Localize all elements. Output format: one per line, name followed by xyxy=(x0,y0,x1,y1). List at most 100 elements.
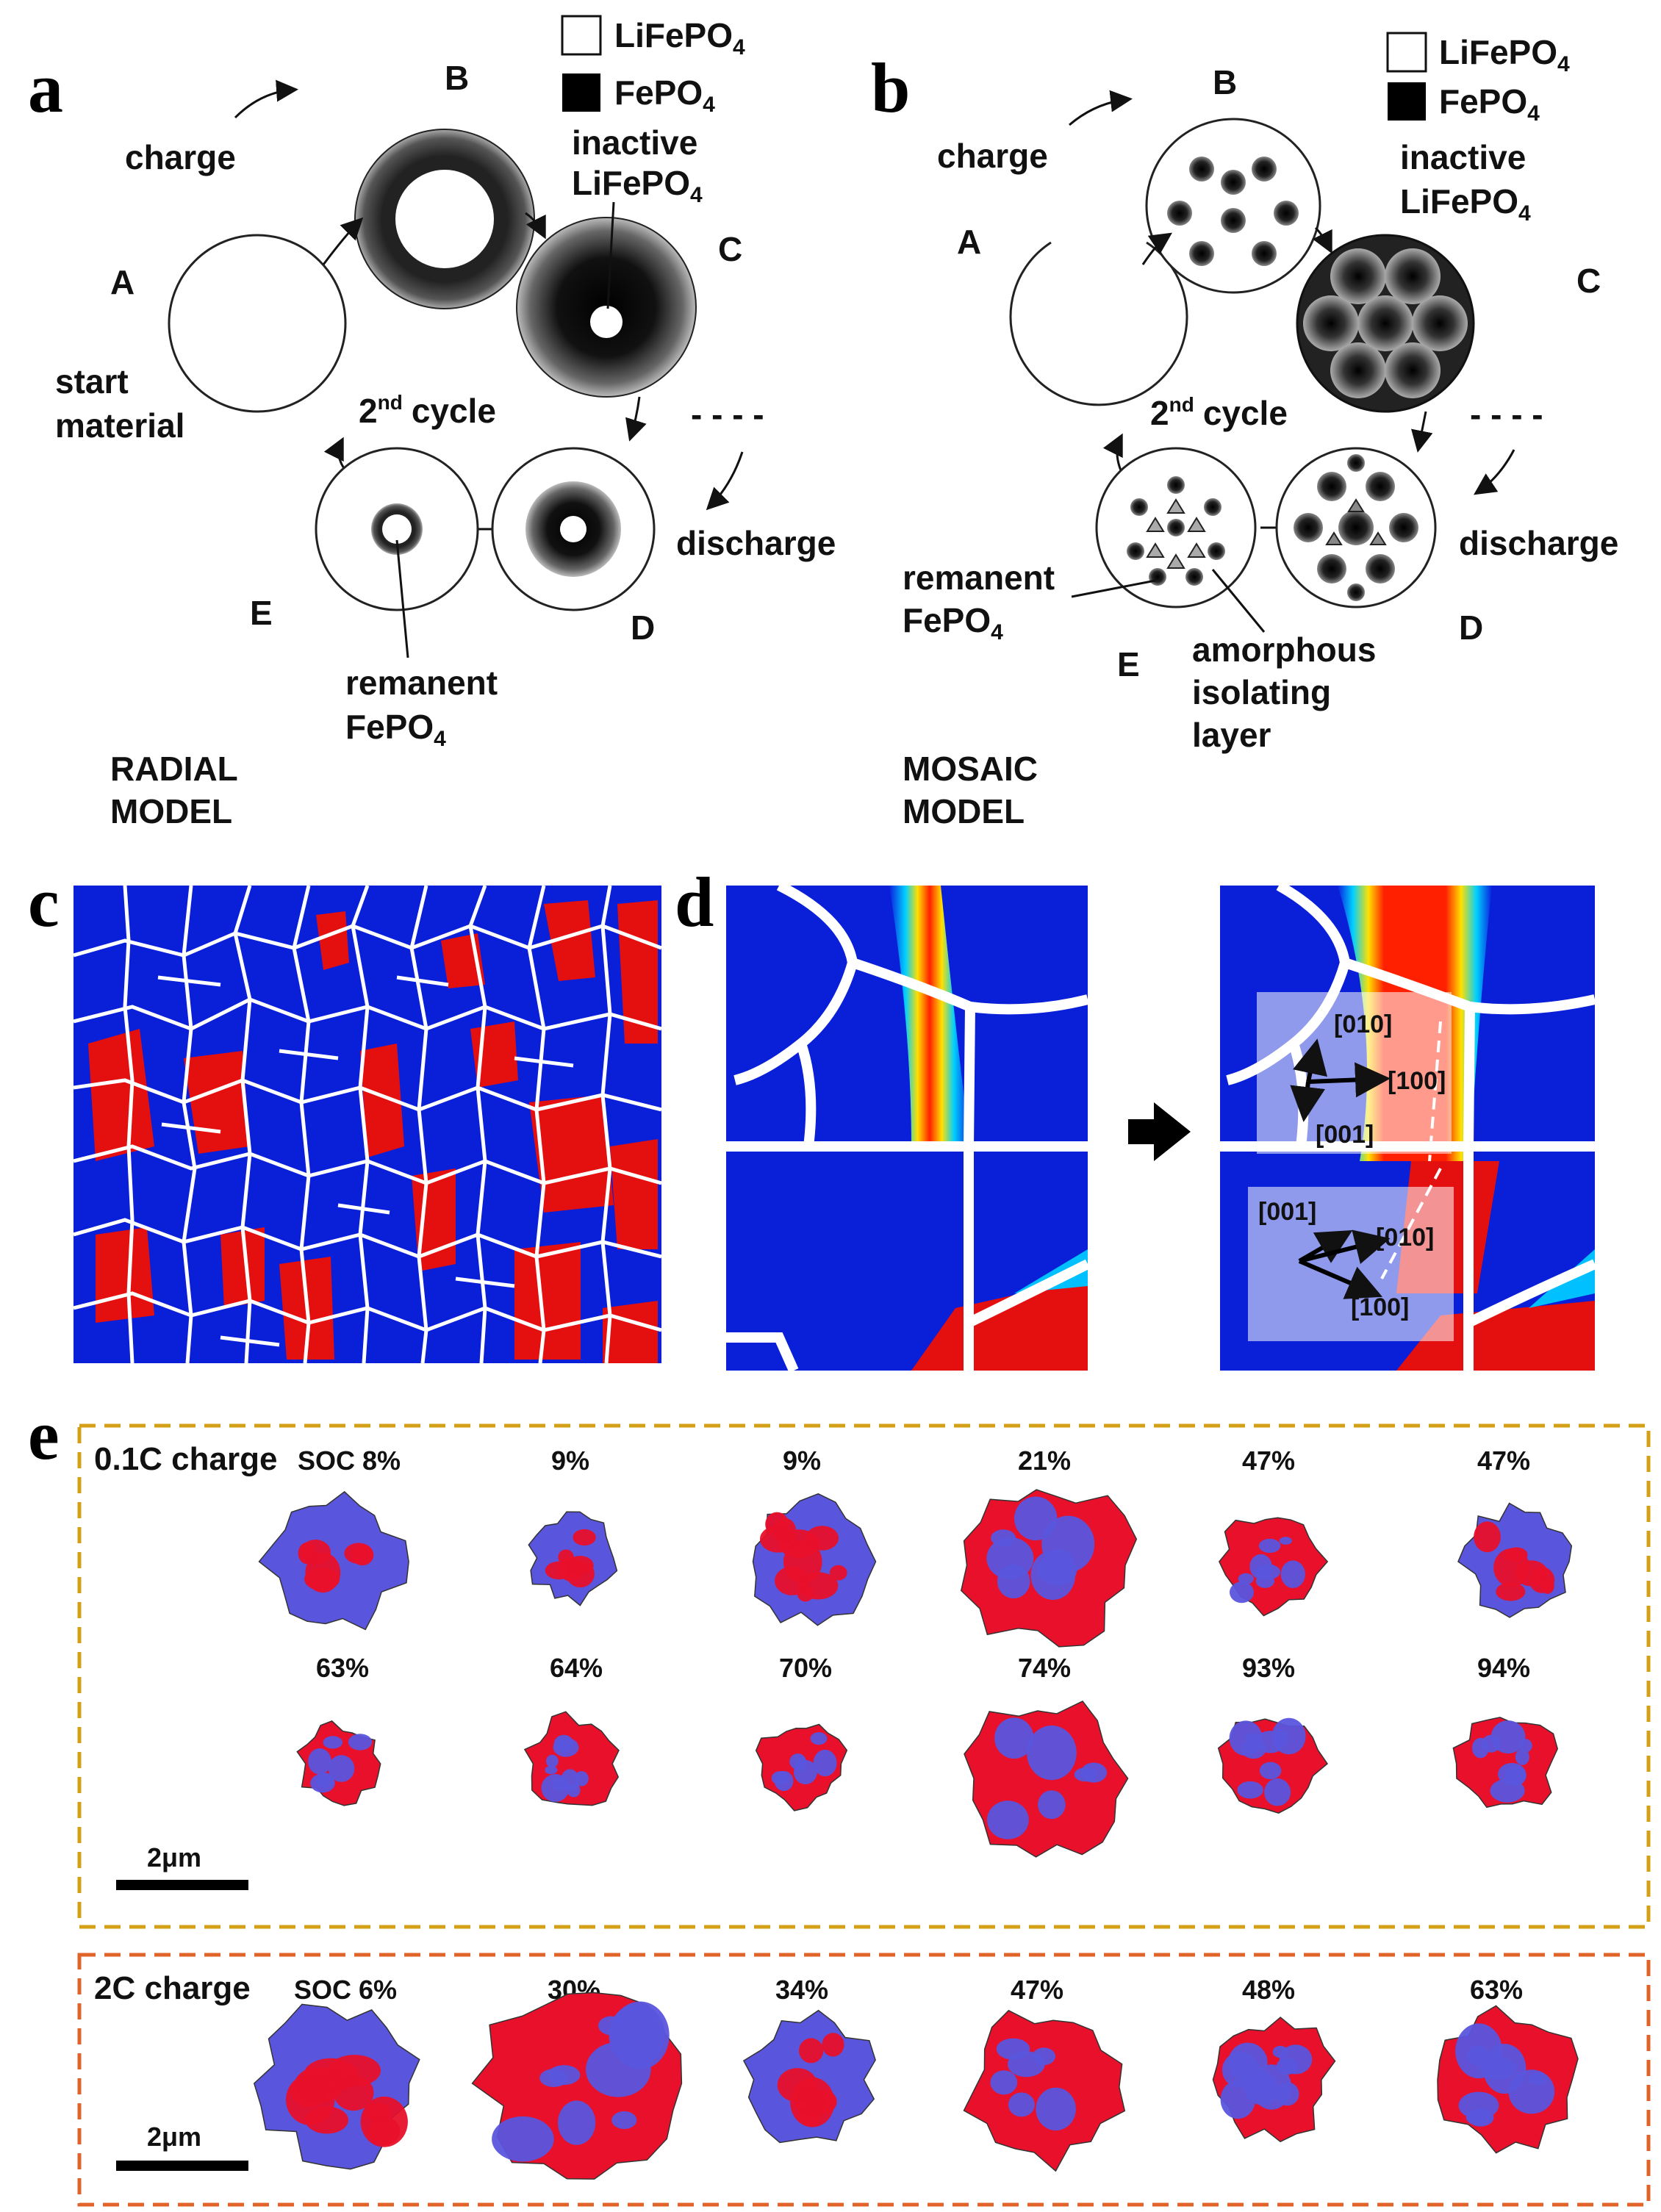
orientation-box-top xyxy=(1257,992,1452,1154)
slow-charge-title: 0.1C charge xyxy=(94,1441,277,1477)
fast-charge-box xyxy=(77,1953,1651,2207)
phase-patch xyxy=(1258,1538,1281,1554)
particle-d-b xyxy=(1275,447,1437,608)
dash-marker-a: - - - - xyxy=(691,395,764,434)
state-a-label-a: A xyxy=(110,263,134,301)
phase-patch xyxy=(1251,2064,1292,2110)
discharge-label-b: discharge xyxy=(1459,524,1618,562)
phase-patch xyxy=(541,1774,570,1802)
panel-b: b LiFePO4 FePO4 charge B A C D E xyxy=(871,32,1618,830)
particle-b-core xyxy=(394,168,495,270)
remanent-label-2-a: FePO4 xyxy=(345,708,446,751)
phase-patch xyxy=(611,2111,637,2130)
phase-patch xyxy=(996,2038,1030,2060)
particle-e-b xyxy=(1095,447,1257,608)
state-d-label-b: D xyxy=(1459,608,1483,647)
phase-patch xyxy=(1272,2045,1288,2058)
soc-label: 64% xyxy=(550,1653,603,1683)
axis-010-top: [010] xyxy=(1334,1010,1392,1038)
phase-patch xyxy=(344,1543,373,1564)
legend-lifepo4-label-b: LiFePO4 xyxy=(1439,33,1570,76)
remanent-label-2-b: FePO4 xyxy=(903,601,1003,644)
slow-row1-labels: SOC 8% 9% 9% 21% 47% 47% xyxy=(298,1446,1530,1476)
panel-e-letter: e xyxy=(28,1396,60,1474)
arrow-b-to-c-b xyxy=(1312,226,1332,254)
phase-patch xyxy=(553,1737,579,1757)
panel-c-letter: c xyxy=(28,863,60,941)
phase-patch xyxy=(1504,1547,1528,1562)
phase-patch xyxy=(1038,1790,1066,1820)
legend-lifepo4-label: LiFePO4 xyxy=(614,16,745,60)
phase-patch xyxy=(994,1717,1034,1759)
state-c-label-b: C xyxy=(1576,262,1601,300)
phase-patch xyxy=(1046,1549,1073,1568)
axis-010-bottom: [010] xyxy=(1376,1224,1434,1252)
soc-label: SOC 8% xyxy=(298,1446,401,1476)
phase-patch xyxy=(1032,2047,1056,2066)
slow-charge-box xyxy=(77,1423,1651,1929)
legend-fepo4-label: FePO4 xyxy=(614,73,715,117)
panel-a-letter: a xyxy=(28,49,63,127)
phase-field-zoom-before xyxy=(724,886,1088,1371)
phase-patch xyxy=(1237,1781,1263,1799)
soc-label: 9% xyxy=(551,1446,589,1476)
slow-row2-particles xyxy=(296,1700,1558,1858)
phase-patch xyxy=(1230,1581,1254,1604)
phase-field-map-c xyxy=(73,886,661,1363)
inactive-label-1-b: inactive xyxy=(1400,138,1526,176)
soc-label: 34% xyxy=(775,1975,828,2005)
inactive-label-2-b: LiFePO4 xyxy=(1400,182,1531,226)
panel-b-letter: b xyxy=(871,49,910,127)
phase-patch xyxy=(822,2033,844,2057)
particle-a-b xyxy=(1009,241,1188,406)
arrow-c-to-d xyxy=(625,396,647,442)
remanent-label-1-a: remanent xyxy=(345,664,498,702)
scale-bar-label-2: 2μm xyxy=(147,2122,201,2152)
phase-patch xyxy=(546,1754,559,1768)
orientation-box-bottom xyxy=(1248,1187,1454,1341)
crystal-axes-top: [010] [100] [001] xyxy=(1290,1010,1446,1149)
scale-bar-label-1: 2μm xyxy=(147,1842,201,1872)
legend-lifepo4-swatch-b xyxy=(1386,32,1427,73)
phase-patch xyxy=(545,1766,558,1775)
soc-label: 74% xyxy=(1018,1653,1071,1683)
phase-patch xyxy=(783,1540,822,1584)
phase-patch xyxy=(1519,1739,1532,1753)
legend-fepo4-label-b: FePO4 xyxy=(1439,82,1540,126)
particle-a-start xyxy=(168,234,347,413)
panel-a: a LiFePO4 FePO4 charge B A C D E start m… xyxy=(28,15,836,830)
soc-label: 63% xyxy=(316,1653,369,1683)
phase-patch xyxy=(777,2068,818,2103)
phase-patch xyxy=(799,2038,824,2064)
particle-c-b xyxy=(1296,234,1475,413)
model-label-1-a: RADIAL xyxy=(110,750,238,788)
legend-fepo4-swatch-b xyxy=(1388,82,1426,121)
inactive-label-2-a: LiFePO4 xyxy=(572,164,703,207)
phase-patch xyxy=(574,1771,589,1787)
soc-label: 21% xyxy=(1018,1446,1071,1476)
phase-patch xyxy=(323,1736,343,1749)
phase-patch xyxy=(794,1757,807,1772)
arrow-a-to-b xyxy=(322,217,364,265)
scale-bar-2 xyxy=(116,2161,248,2171)
particle-b-b xyxy=(1145,118,1321,294)
discharge-arrow-b xyxy=(1474,449,1515,495)
phase-patch xyxy=(1490,1778,1525,1803)
phase-patch xyxy=(1264,1778,1291,1806)
axis-001-bottom: [001] xyxy=(1258,1198,1316,1226)
charge-label-b: charge xyxy=(937,137,1048,175)
particle-3d xyxy=(963,2009,1126,2172)
model-label-2-b: MODEL xyxy=(903,792,1025,830)
phase-patch xyxy=(558,2100,596,2145)
particle-d-core xyxy=(560,516,586,542)
inactive-label-1-a: inactive xyxy=(572,123,697,162)
state-c-label-a: C xyxy=(718,230,742,268)
phase-patch xyxy=(1255,1564,1281,1580)
phase-patch xyxy=(1238,1573,1254,1584)
phase-patch xyxy=(810,1732,828,1745)
phase-patch xyxy=(567,1556,594,1576)
phase-patch xyxy=(1008,2092,1035,2117)
phase-patch xyxy=(1271,1717,1306,1755)
